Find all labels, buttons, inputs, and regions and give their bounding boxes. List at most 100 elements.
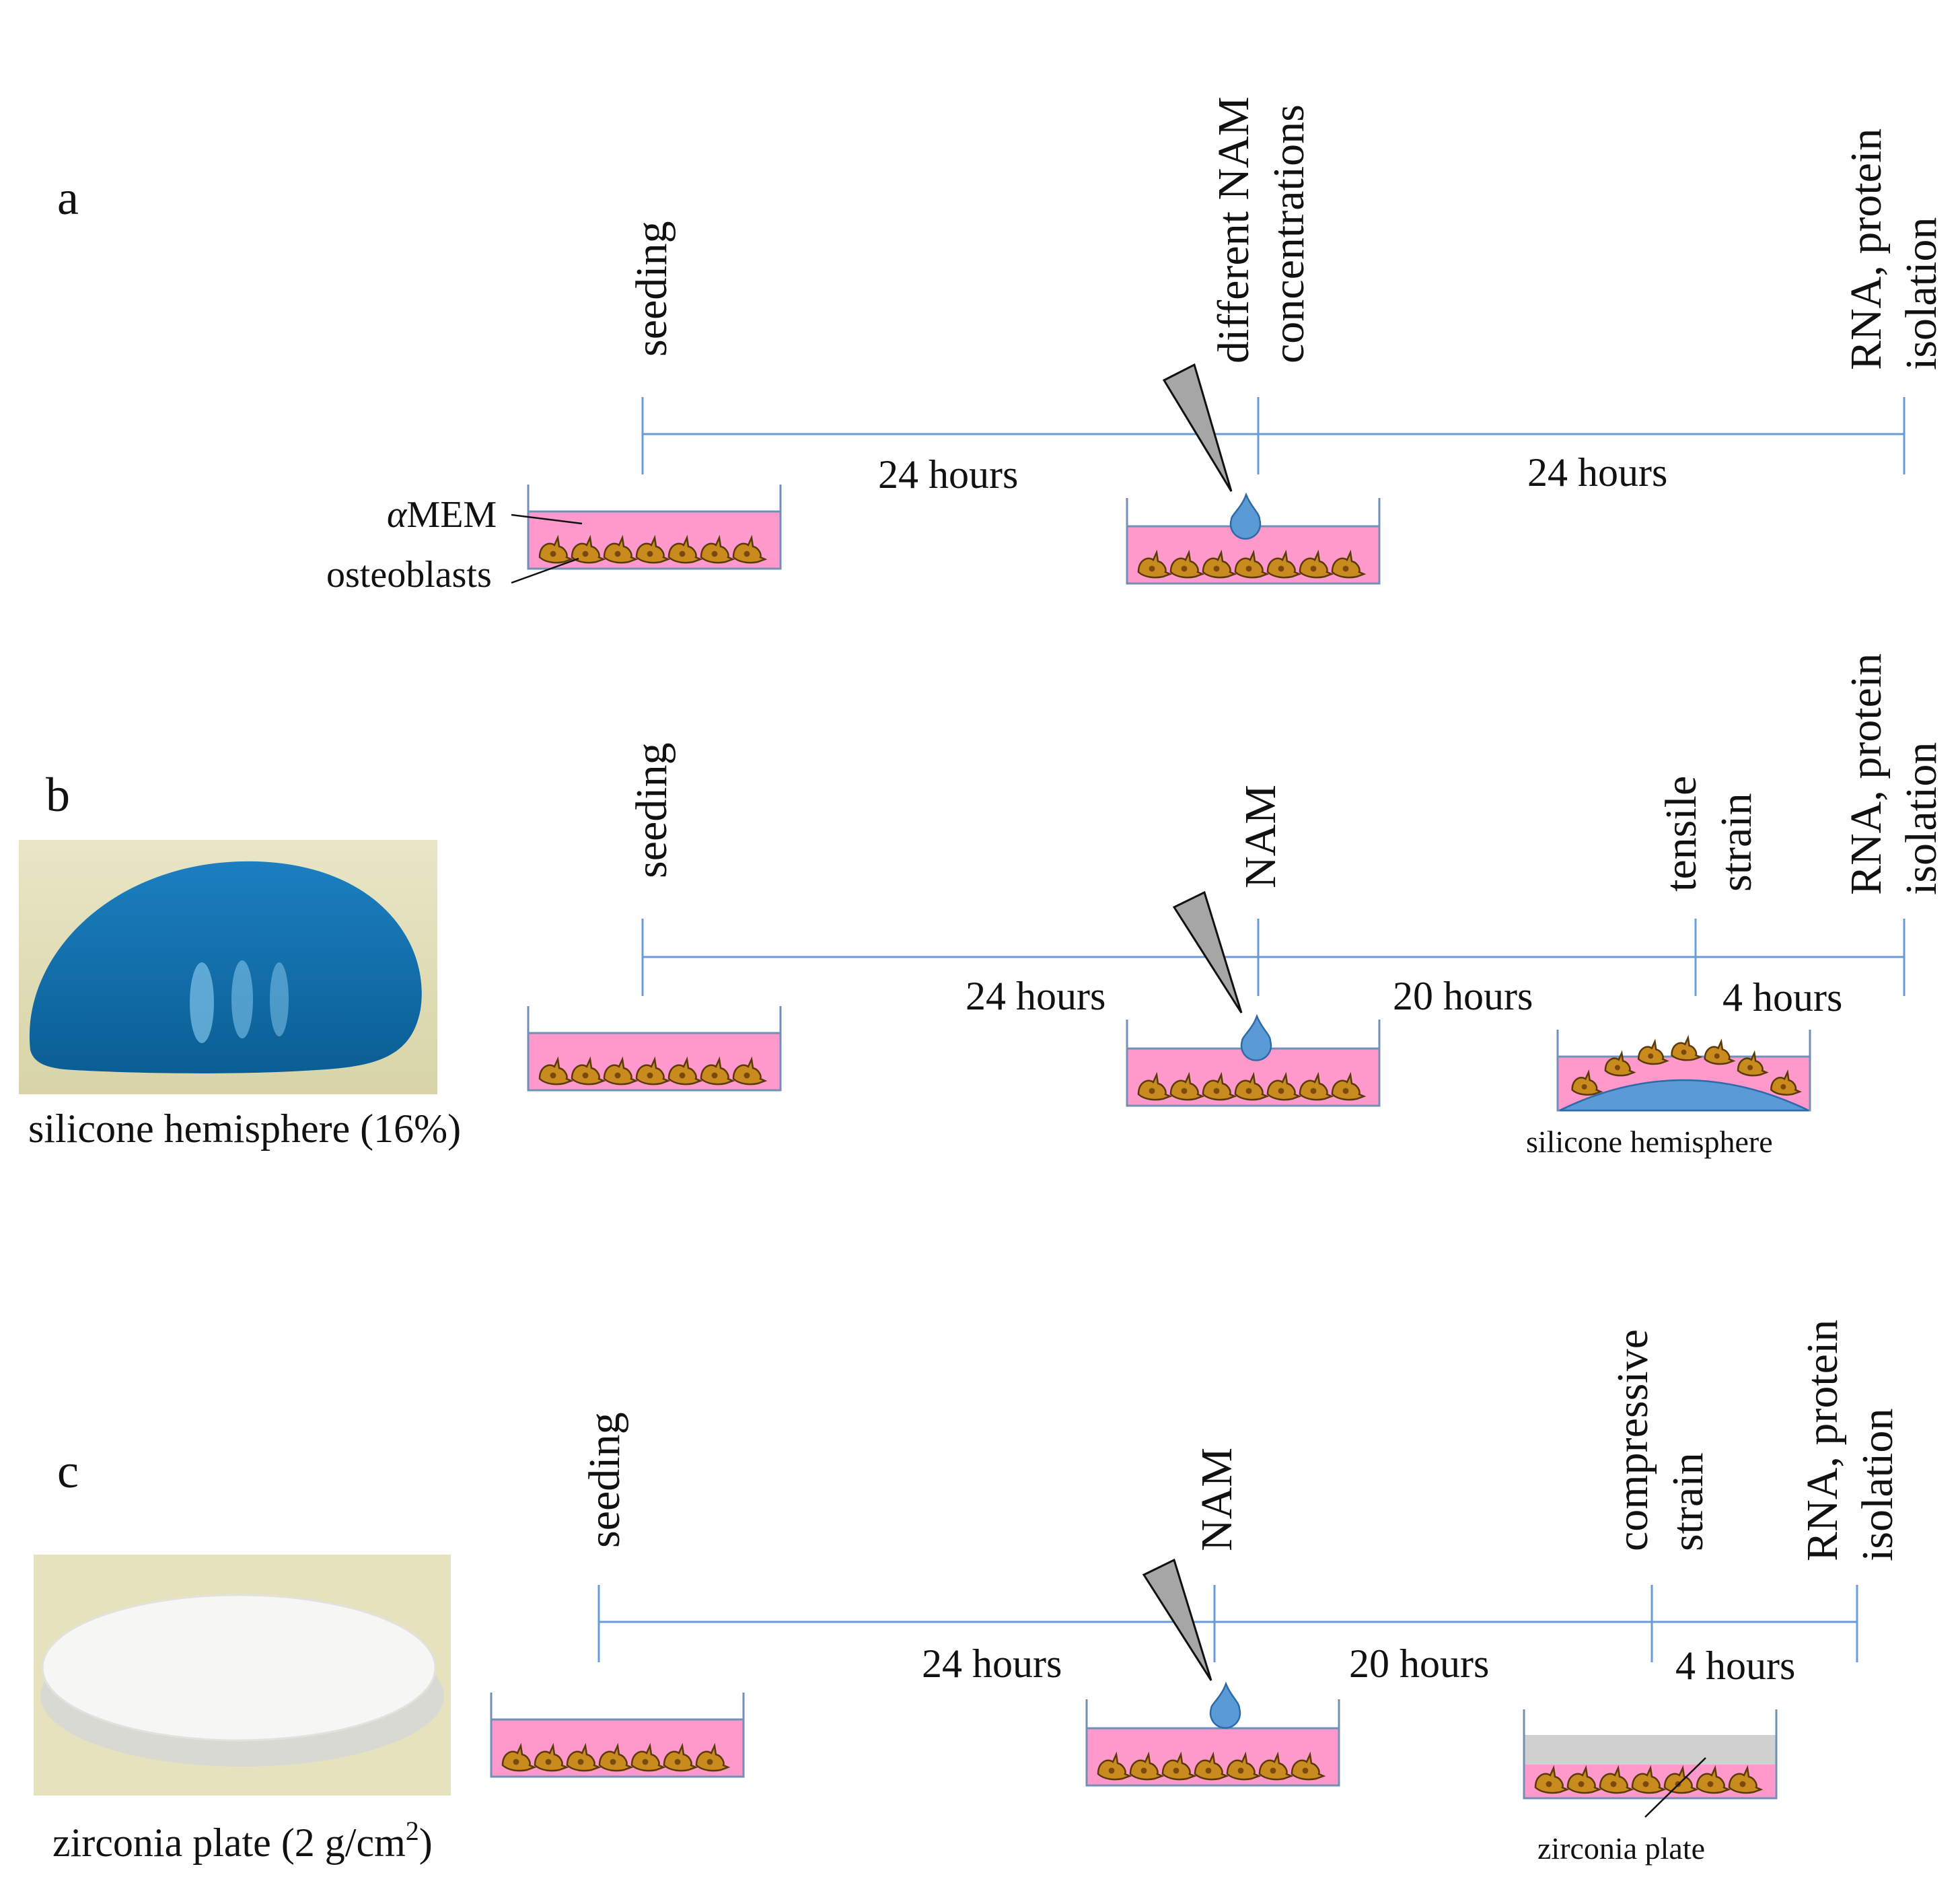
osteoblast-cell <box>700 1056 735 1086</box>
panel-c-step-rna-line2: isolation <box>1853 1409 1902 1561</box>
osteoblast-nucleus <box>1205 1767 1212 1774</box>
panel-b-interval-2: 20 hours <box>1393 974 1533 1018</box>
osteoblast-cells <box>1137 549 1367 579</box>
panel-b-step-tensile-line1: tensile <box>1657 776 1706 892</box>
osteoblast-nucleus <box>711 1072 718 1079</box>
osteoblast-nucleus <box>1739 1781 1746 1787</box>
osteoblast-cell <box>571 1056 606 1086</box>
panel-b-dish-tensile <box>1556 1030 1811 1112</box>
osteoblast-nucleus <box>1707 1781 1714 1787</box>
panel-b-label: b <box>46 768 70 822</box>
osteoblast-nucleus <box>1681 1049 1687 1055</box>
osteoblast-nucleus <box>1310 1088 1317 1094</box>
panel-a-step-nam: different NAM concentrations <box>1209 85 1313 363</box>
panel-a-dish-seeding <box>527 485 782 570</box>
osteoblast-cell <box>538 1056 574 1086</box>
osteoblast-nucleus <box>1302 1767 1309 1774</box>
osteoblast-cell <box>635 1056 671 1086</box>
osteoblast-cell <box>1266 549 1302 579</box>
osteoblast-cell <box>663 1742 698 1772</box>
annotation-osteoblasts: osteoblasts <box>326 554 492 596</box>
panel-a-step-rna-line1: RNA, protein <box>1842 129 1891 370</box>
osteoblast-cell <box>538 534 574 564</box>
osteoblast-nucleus <box>743 551 750 557</box>
zirconia-plate-photo <box>34 1555 451 1796</box>
nam-drop-icon <box>1229 492 1262 540</box>
panel-c-step-rna-line1: RNA, protein <box>1798 1320 1847 1561</box>
panel-b-step-rna-line2: isolation <box>1897 742 1946 895</box>
photo-caption-silicone: silicone hemisphere (16%) <box>28 1106 461 1151</box>
annotation-silicone-hemisphere: silicone hemisphere <box>1526 1125 1773 1159</box>
osteoblast-nucleus <box>1581 1084 1587 1090</box>
osteoblast-nucleus <box>550 1072 556 1079</box>
osteoblast-cell <box>1234 549 1270 579</box>
osteoblast-nucleus <box>614 1072 621 1079</box>
annotation-zirconia-plate: zirconia plate <box>1537 1831 1705 1866</box>
nam-drop-icon <box>1209 1681 1241 1729</box>
panel-c-step-compressive-line1: compressive <box>1608 1329 1657 1551</box>
osteoblast-cell <box>1704 1038 1736 1065</box>
panel-b: b silicone hemisphere (16%) seeding NAM … <box>19 642 1946 1159</box>
osteoblast-nucleus <box>674 1759 681 1765</box>
osteoblast-cell <box>1663 1765 1699 1794</box>
osteoblast-cell <box>1129 1751 1165 1781</box>
osteoblast-cell <box>695 1742 731 1772</box>
panel-b-step-rna-line1: RNA, protein <box>1842 653 1891 895</box>
osteoblast-cell <box>1202 549 1237 579</box>
osteoblast-cell <box>1258 1751 1294 1781</box>
annotation-osteoblasts-leader <box>511 557 579 584</box>
panel-b-step-seeding: seeding <box>627 742 676 878</box>
osteoblast-nucleus <box>711 551 718 557</box>
panel-b-dish-seeding <box>527 1006 782 1092</box>
photo-caption-zirconia-end: ) <box>419 1820 433 1865</box>
osteoblast-nucleus <box>1310 565 1317 572</box>
osteoblast-cell <box>732 1056 768 1086</box>
osteoblast-nucleus <box>1173 1767 1179 1774</box>
osteoblast-cell <box>603 1056 639 1086</box>
osteoblast-nucleus <box>1108 1767 1115 1774</box>
osteoblast-cell <box>1137 549 1173 579</box>
osteoblast-nucleus <box>743 1072 750 1079</box>
osteoblast-nucleus <box>1245 1088 1252 1094</box>
silicone-hemisphere-photo <box>19 840 437 1094</box>
osteoblast-cell <box>1137 1071 1173 1101</box>
annotation-amem-leader <box>511 513 583 525</box>
osteoblast-nucleus <box>1237 1767 1244 1774</box>
osteoblast-nucleus <box>1213 565 1220 572</box>
osteoblast-cell <box>603 534 639 564</box>
photo-caption-zirconia-main: zirconia plate (2 g/cm <box>52 1820 406 1865</box>
osteoblast-nucleus <box>1149 565 1155 572</box>
osteoblast-cell <box>1169 1071 1205 1101</box>
osteoblast-cell <box>1728 1765 1764 1794</box>
panel-a-step-nam-line2: concentrations <box>1264 104 1313 363</box>
photo-caption-zirconia: zirconia plate (2 g/cm2) <box>52 1816 433 1865</box>
osteoblast-nucleus <box>1278 565 1284 572</box>
osteoblast-nucleus <box>582 1072 589 1079</box>
osteoblast-nucleus <box>1270 1767 1276 1774</box>
panel-c-label: c <box>57 1444 79 1498</box>
panel-b-step-tensile: tensile strain <box>1657 765 1761 892</box>
osteoblast-nucleus <box>679 551 686 557</box>
osteoblast-cell <box>700 534 735 564</box>
osteoblast-nucleus <box>1610 1781 1617 1787</box>
osteoblast-cell <box>1737 1050 1769 1077</box>
photo-caption-zirconia-sup: 2 <box>406 1816 419 1846</box>
osteoblast-nucleus <box>679 1072 686 1079</box>
osteoblast-nucleus <box>1614 1065 1620 1071</box>
osteoblast-cell <box>1202 1071 1237 1101</box>
osteoblast-cell <box>598 1742 634 1772</box>
osteoblast-cell <box>534 1742 569 1772</box>
osteoblast-cell <box>1266 1071 1302 1101</box>
osteoblast-nucleus <box>1342 565 1349 572</box>
osteoblast-cells <box>501 1742 731 1772</box>
osteoblast-nucleus <box>1278 1088 1284 1094</box>
panel-c-dish-compressive <box>1523 1709 1778 1818</box>
panel-c-dish-nam <box>1085 1558 1340 1787</box>
osteoblast-nucleus <box>1181 565 1188 572</box>
osteoblast-cell <box>1291 1751 1326 1781</box>
panel-b-step-rna: RNA, protein isolation <box>1842 642 1946 895</box>
osteoblast-cell <box>571 534 606 564</box>
panel-a-interval-2: 24 hours <box>1527 450 1667 495</box>
pipette-icon <box>1172 890 1243 1014</box>
osteoblast-cell <box>1161 1751 1197 1781</box>
